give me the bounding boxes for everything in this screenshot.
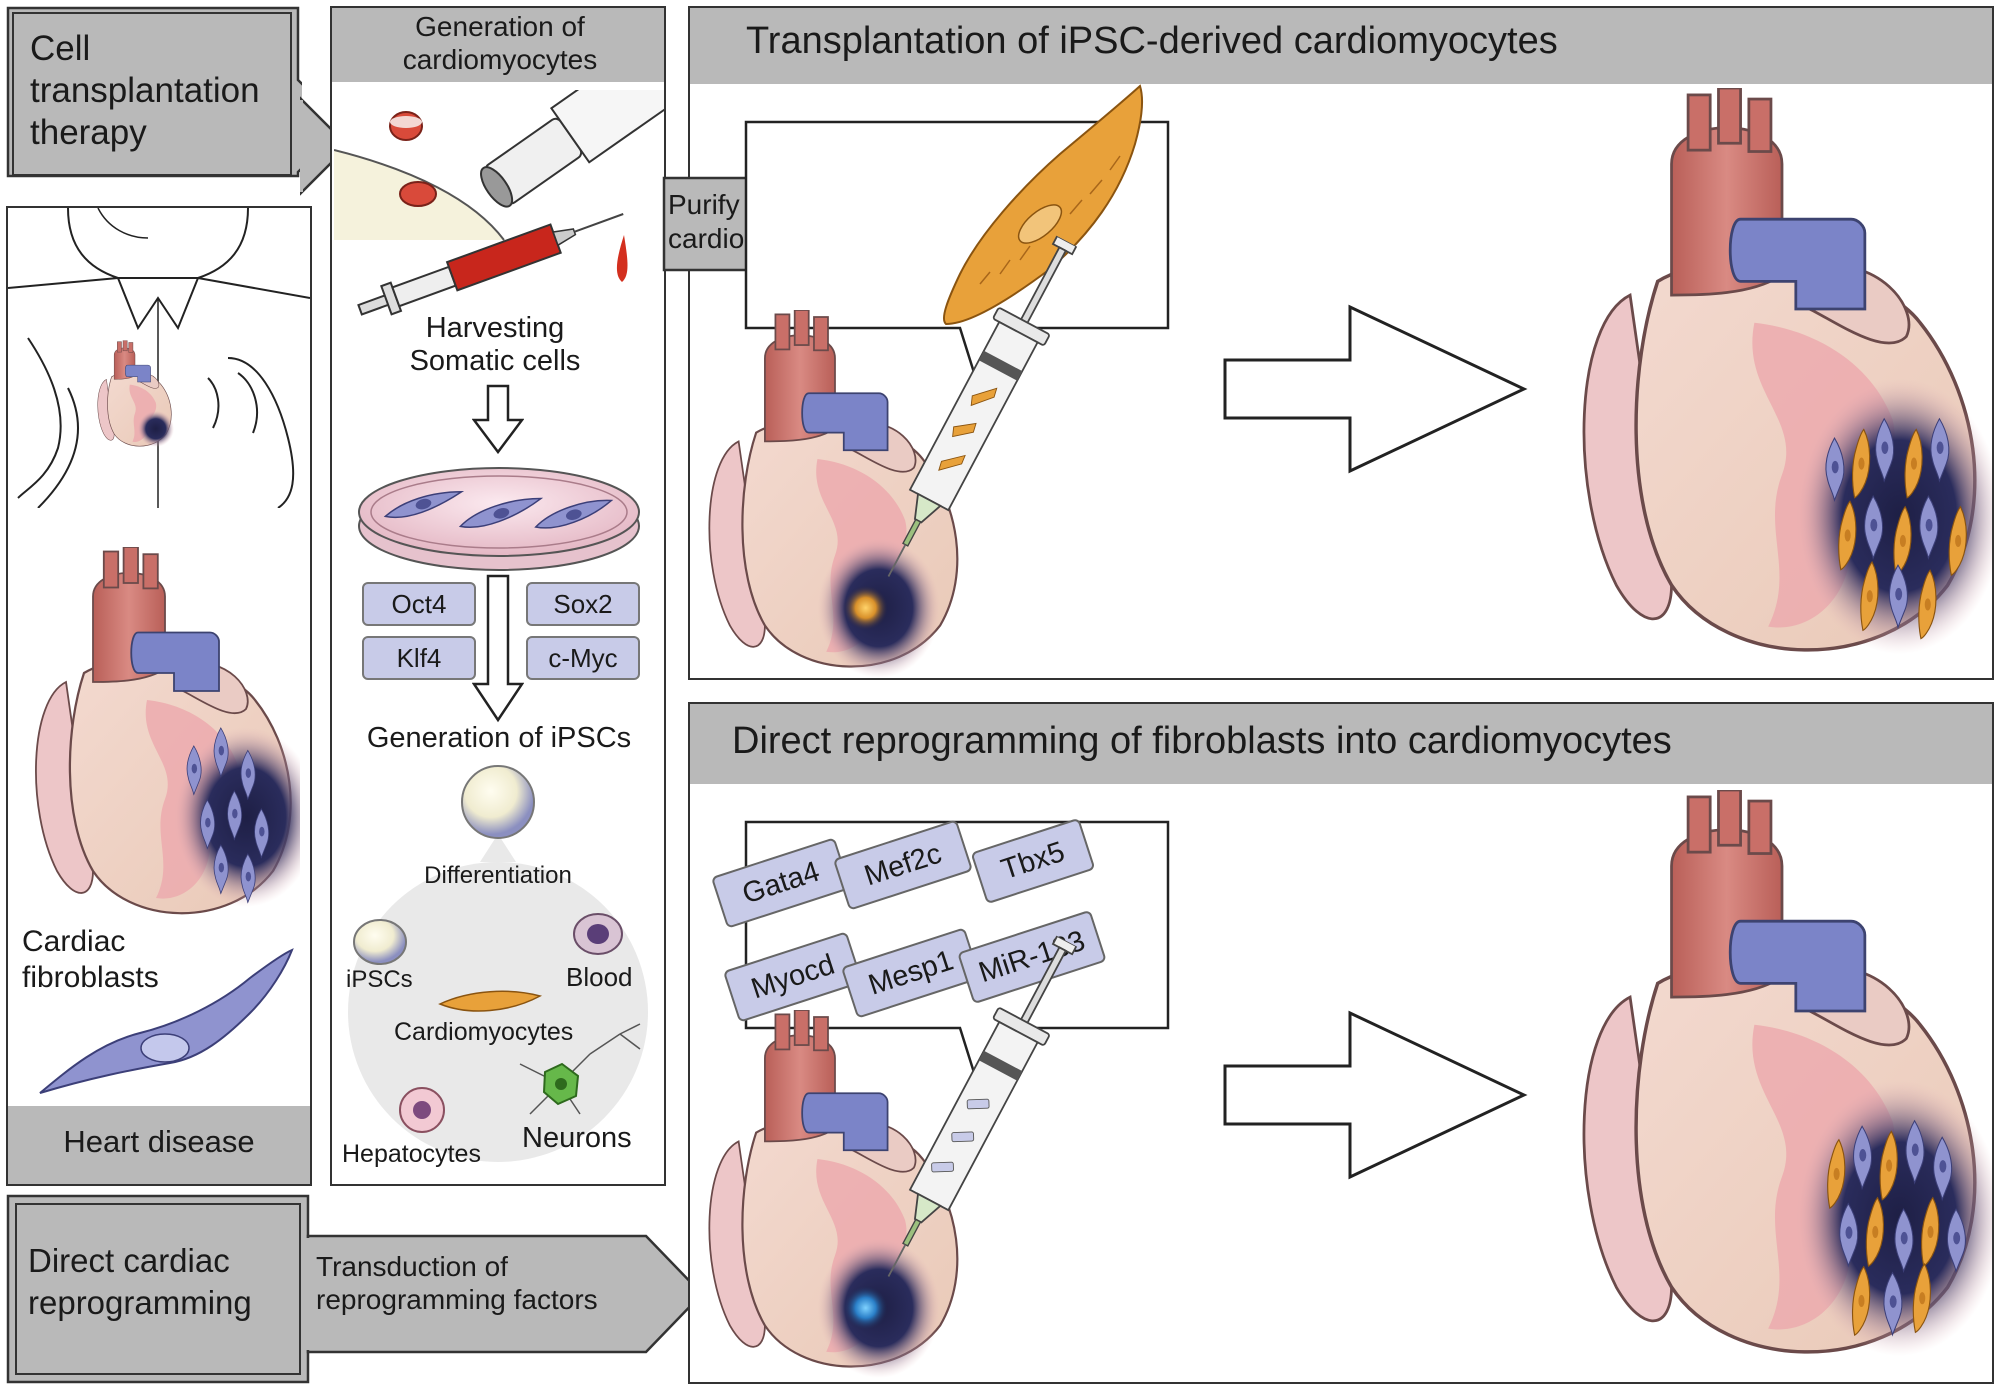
syringe-top xyxy=(834,212,1118,604)
cell-therapy-inner-border xyxy=(12,12,292,176)
factor-klf4: Klf4 xyxy=(362,636,476,680)
transduction-label: Transduction of reprogramming factors xyxy=(316,1251,598,1315)
generation-header-bg xyxy=(332,8,664,82)
cell-therapy-arrow-tip xyxy=(300,96,350,196)
generation-header: Generation of cardiomyocytes xyxy=(402,11,598,75)
harvesting-label: Harvesting Somatic cells xyxy=(409,312,581,377)
ipsc-generation-label: Generation of iPSCs xyxy=(366,722,632,754)
direct-reprogramming-header-bg xyxy=(690,704,1992,784)
cell-type-neurons: Neurons xyxy=(522,1122,632,1154)
heart-injection-bottom xyxy=(700,1010,970,1378)
factor-c-myc: c-Myc xyxy=(526,636,640,680)
right-arrow-top xyxy=(1223,304,1528,474)
differentiation-diagram xyxy=(348,765,648,1162)
factor-sox2: Sox2 xyxy=(526,582,640,626)
down-arrow-1 xyxy=(472,384,524,454)
factor-oct4: Oct4 xyxy=(362,582,476,626)
cell-type-cardiomyocytes: Cardiomyocytes xyxy=(394,1018,574,1046)
cell-type-hepatocytes: Hepatocytes xyxy=(342,1140,481,1168)
cardiomyocyte-large xyxy=(942,84,1144,326)
small-heart-icon xyxy=(96,336,174,447)
cell-type-ipscs: iPSCs xyxy=(346,966,413,993)
right-arrow-bottom xyxy=(1223,1010,1528,1180)
heart-result-bottom xyxy=(1572,790,1992,1357)
down-arrow-2 xyxy=(472,574,524,723)
transplantation-title: Transplantation of iPSC-derived cardiomy… xyxy=(746,20,1558,62)
patient-illustration xyxy=(8,208,310,508)
direct-reprogramming-title: Direct reprogramming of fibroblasts into… xyxy=(732,720,1672,762)
diseased-heart-left xyxy=(30,516,300,956)
syringe-bottom xyxy=(834,912,1118,1304)
differentiation-label: Differentiation xyxy=(424,862,572,889)
heart-disease-label: Heart disease xyxy=(63,1124,255,1159)
heart-result-top xyxy=(1572,88,1992,655)
direct-reprogramming-label: Direct cardiac reprogramming xyxy=(28,1242,252,1321)
heart-disease-footer xyxy=(8,1106,310,1184)
cell-therapy-label: Cell transplantation therapy xyxy=(30,29,260,152)
cardiac-fibroblasts-label: Cardiac fibroblasts xyxy=(22,925,159,994)
petri-dish-illustration xyxy=(358,467,640,571)
fibroblast-cell-illustration xyxy=(39,948,294,1094)
direct-reprogramming-callout xyxy=(6,1194,704,1384)
heart-injection-top xyxy=(700,310,970,678)
transplantation-header-bg xyxy=(690,8,1992,84)
harvesting-illustration xyxy=(334,90,664,316)
cell-type-blood: Blood xyxy=(566,962,633,992)
